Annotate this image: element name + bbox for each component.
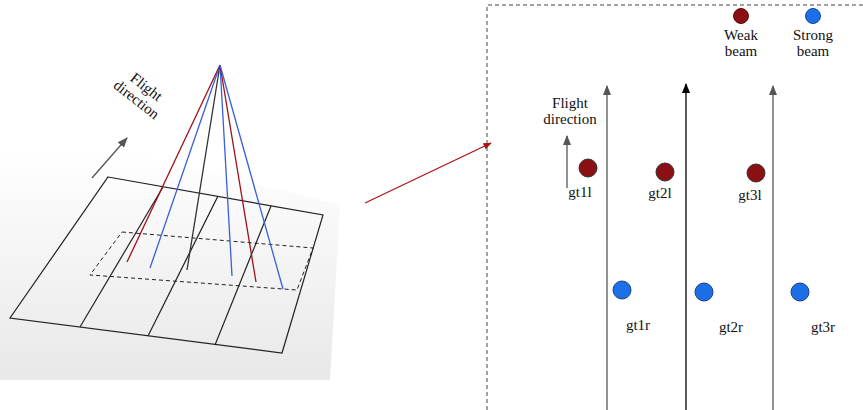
- flight-arrow: [566, 136, 567, 188]
- track-arrow: [606, 86, 607, 410]
- footprint-dashed: [90, 232, 313, 290]
- direction-label: Flight direction: [535, 96, 605, 128]
- beam-dots: [579, 159, 809, 301]
- beam-label: gt2r: [711, 320, 751, 336]
- grid-lines: [80, 187, 271, 345]
- zoom-arrow: [365, 143, 491, 203]
- beam-label: gt3r: [803, 320, 843, 336]
- beam-label: gt3l: [730, 188, 770, 204]
- beam-label: gt2l: [640, 186, 680, 202]
- direction-label: Flight direction: [104, 60, 179, 128]
- track-arrow: [685, 84, 686, 410]
- legend-swatch: [805, 8, 821, 24]
- track-arrow: [772, 86, 773, 410]
- legend-text: Weak beam: [717, 28, 765, 60]
- legend-swatch: [733, 8, 749, 24]
- beam-label: gt1r: [618, 318, 658, 334]
- ground-shade: [0, 150, 340, 380]
- flight-arrow: [92, 138, 127, 178]
- zoom-panel: [487, 5, 863, 410]
- beam-label: gt1l: [560, 185, 600, 201]
- legend-text: Strong beam: [783, 28, 843, 60]
